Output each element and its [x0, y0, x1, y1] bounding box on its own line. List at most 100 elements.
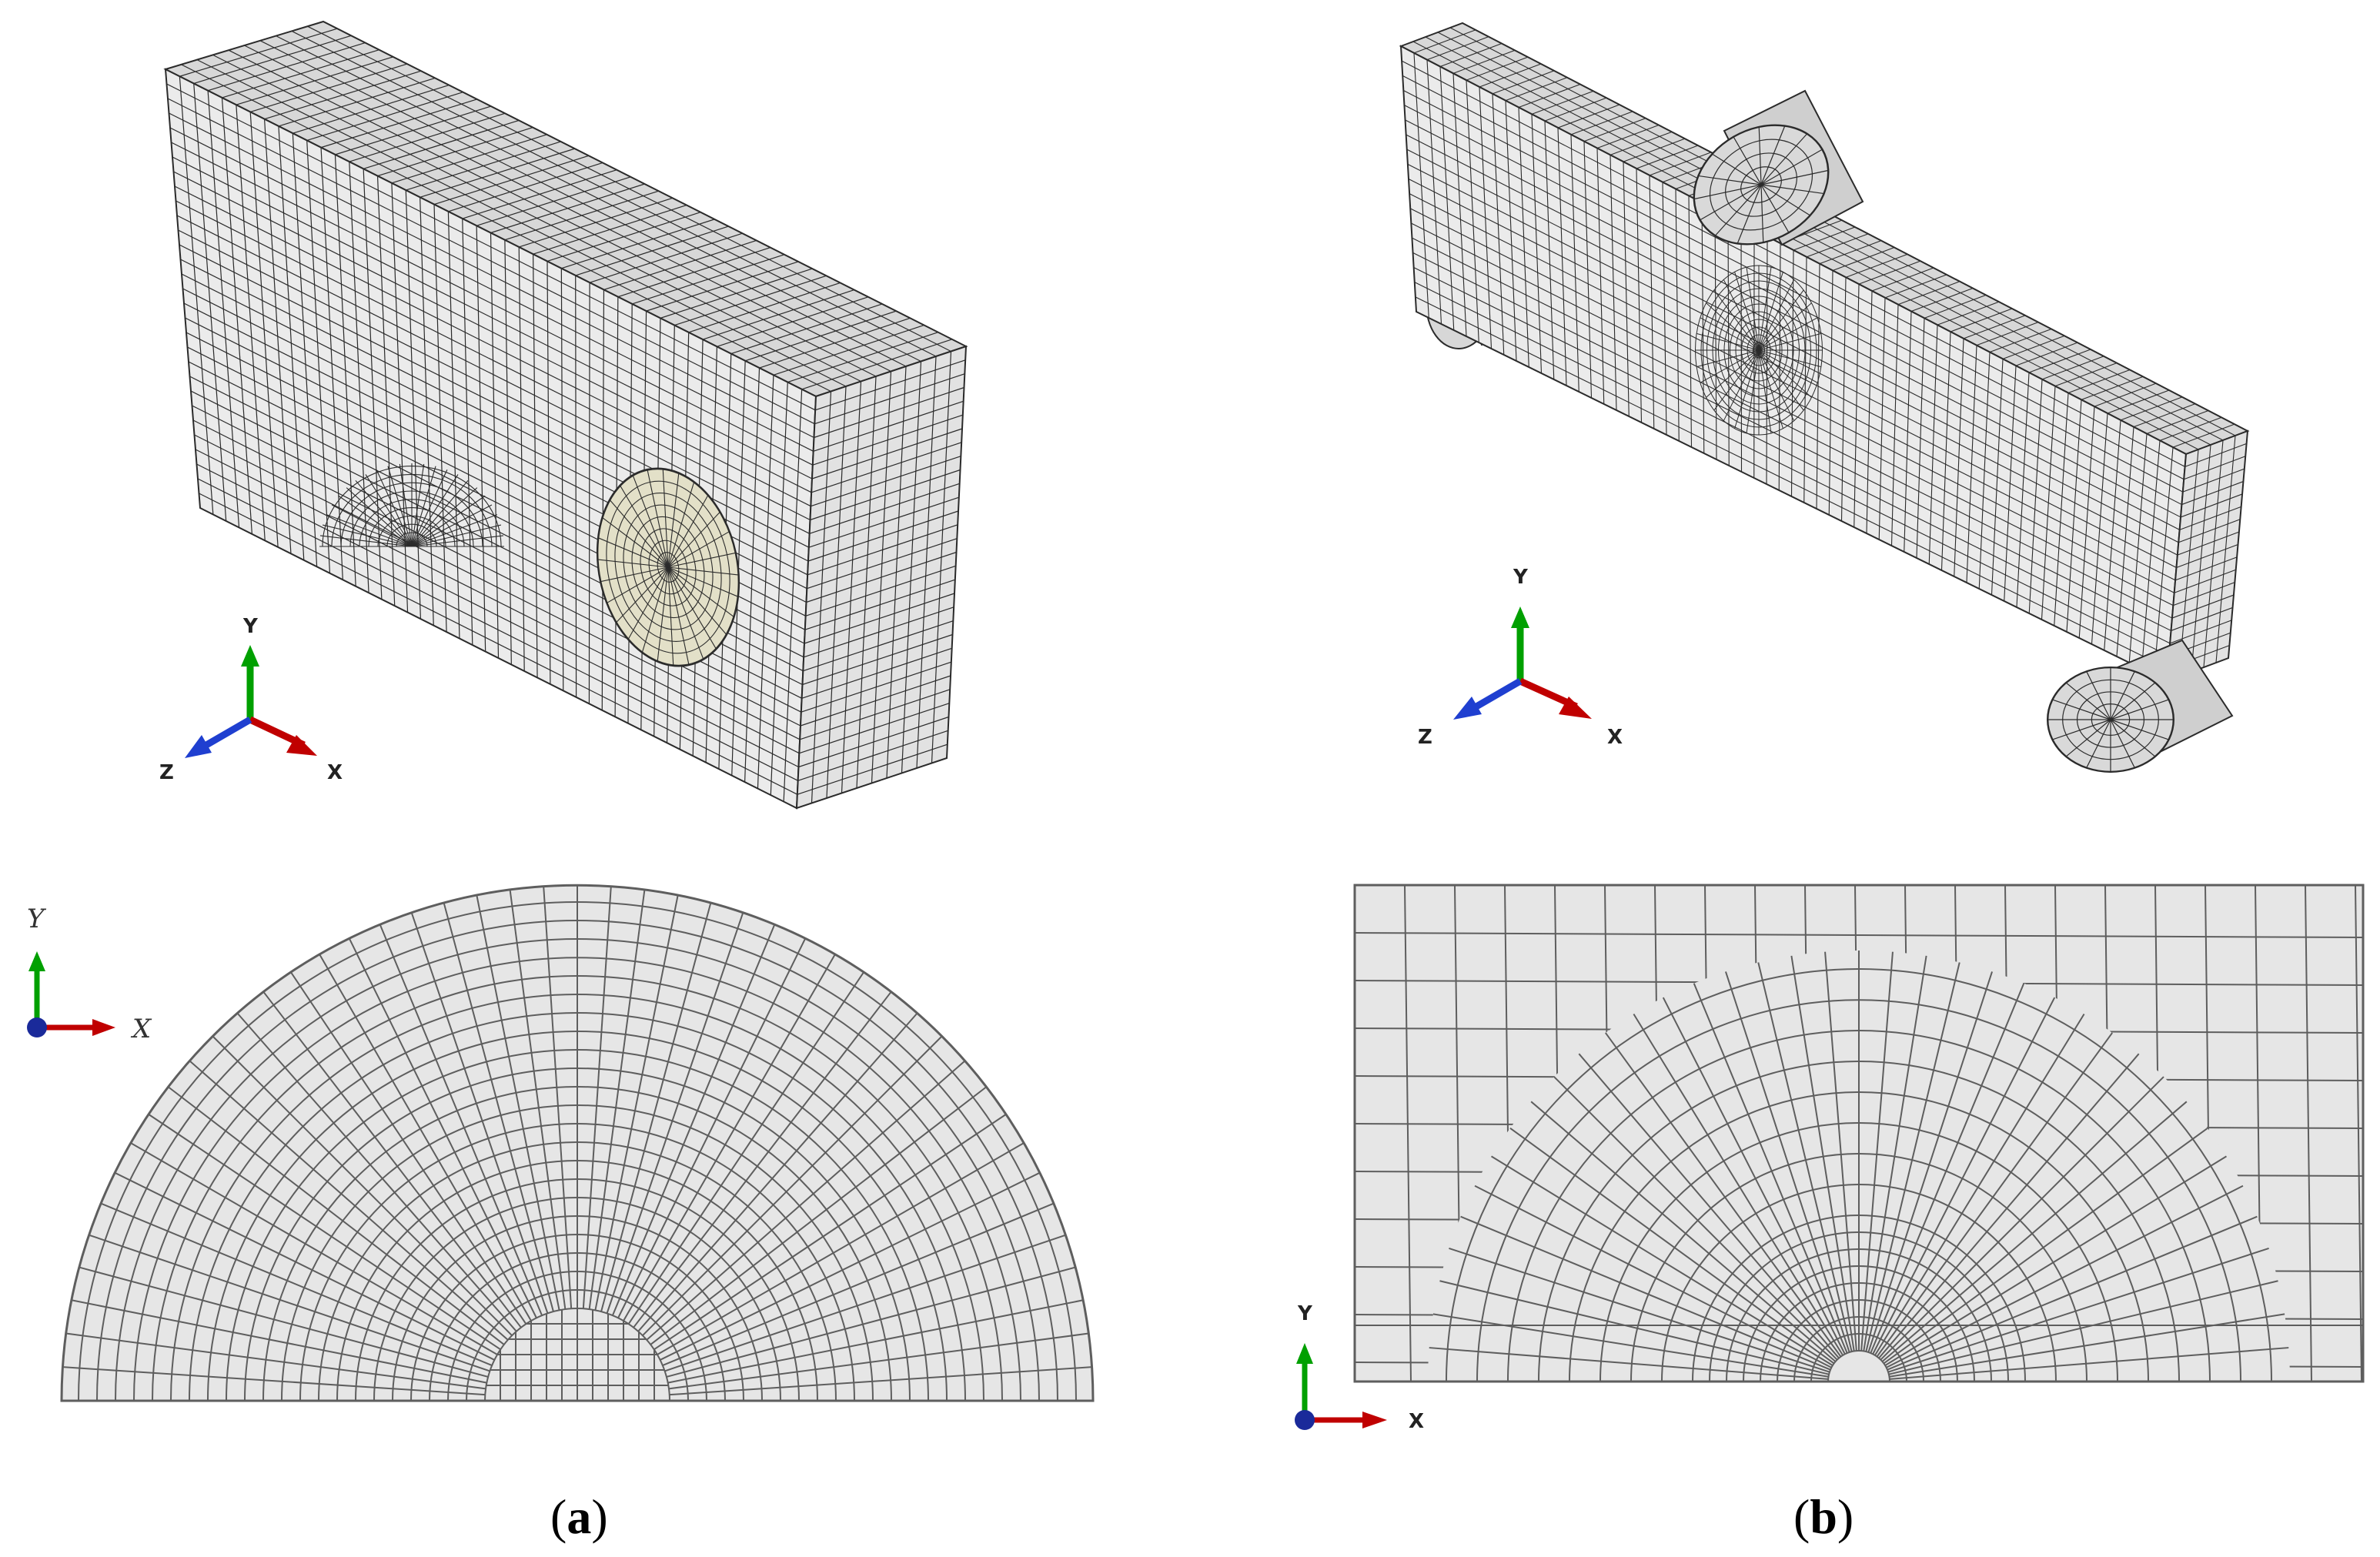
mesh-line: [411, 504, 493, 547]
mesh-line: [2041, 356, 2104, 380]
mesh-line: [322, 524, 413, 547]
panel-b-3d-beam: [1399, 22, 2250, 773]
mesh-line: [2002, 335, 2065, 359]
mesh-line: [259, 40, 907, 367]
mesh-line: [2081, 376, 2144, 400]
mesh-line: [2120, 396, 2183, 421]
mesh-line: [1711, 153, 1762, 185]
mesh-line: [597, 537, 669, 568]
mesh-line: [411, 474, 459, 547]
mesh-line: [1733, 136, 1762, 185]
mesh-line: [632, 474, 669, 568]
mesh-line: [653, 1113, 1007, 1351]
triad-z-label: Z: [159, 761, 174, 784]
mesh-line: [813, 400, 964, 452]
mesh-line: [194, 434, 801, 740]
mesh-line: [411, 466, 436, 547]
mesh-line: [323, 21, 967, 347]
mesh-line: [176, 215, 810, 534]
mesh-line: [662, 468, 669, 568]
y-arrow-head: [241, 645, 259, 667]
mesh-line: [443, 902, 554, 1312]
mesh-line: [667, 511, 720, 568]
mesh-line: [1758, 349, 1804, 411]
mesh-line: [2110, 719, 2156, 757]
mesh-line: [2182, 468, 2245, 493]
mesh-line: [1412, 237, 2173, 619]
mesh-line: [667, 530, 730, 568]
mesh-line: [1760, 169, 1829, 185]
mesh-line: [181, 64, 831, 393]
mesh-line: [1863, 955, 1927, 1352]
mesh-line: [664, 1234, 1066, 1372]
mesh-line: [2159, 416, 2222, 441]
mesh-line: [2180, 493, 2243, 518]
mesh-line: [338, 495, 413, 547]
mesh-line: [2171, 594, 2235, 619]
panel-b-2d-rect: [1353, 884, 2365, 1383]
mesh-line: [346, 487, 413, 547]
mesh-line: [1758, 349, 1772, 433]
mesh-line: [236, 1012, 517, 1332]
mesh-line: [2067, 369, 2131, 394]
mesh-line: [197, 478, 798, 781]
mesh-line: [1633, 1013, 1843, 1356]
mesh-line: [667, 566, 727, 636]
mesh-line: [1760, 149, 1823, 185]
mesh-line: [668, 1332, 1089, 1390]
mesh-line: [2184, 443, 2247, 467]
mesh-line: [798, 716, 949, 768]
mesh-line: [801, 661, 952, 713]
mesh-line: [1400, 22, 1463, 47]
mesh-line: [199, 493, 798, 795]
mesh-line: [114, 1171, 495, 1361]
mesh-line: [1413, 267, 2171, 644]
mesh-line: [1976, 322, 2039, 346]
mesh-line: [2015, 342, 2078, 366]
mesh-line: [797, 743, 948, 795]
mesh-line: [2028, 349, 2091, 373]
mesh-line: [2110, 682, 2156, 720]
mesh-line: [1734, 272, 1760, 351]
mesh-line: [803, 620, 954, 672]
mesh-line: [606, 566, 669, 604]
mesh-line: [1746, 267, 1760, 351]
mesh-line: [189, 1060, 509, 1341]
mesh-line: [1883, 1128, 2208, 1365]
mesh-line: [1737, 184, 1762, 244]
mesh-line: [808, 496, 960, 548]
mesh-line: [1414, 282, 2170, 657]
mesh-line: [1479, 63, 1542, 88]
mesh-line: [1714, 184, 1762, 236]
mesh-line: [1888, 1280, 2278, 1375]
mesh-line: [1706, 302, 1760, 351]
mesh-line: [1858, 260, 1921, 285]
mesh-line: [1409, 193, 2176, 581]
mesh-line: [1723, 279, 1760, 351]
mesh-line: [601, 516, 669, 568]
mesh-line: [71, 1299, 487, 1384]
mesh-line: [2174, 569, 2236, 593]
mesh-line: [2177, 531, 2240, 556]
mesh-line: [609, 499, 669, 568]
mesh-line: [1860, 951, 1894, 1352]
mesh-line: [173, 171, 812, 493]
mesh-line: [1509, 1128, 1835, 1365]
caption-b-letter: b: [1810, 1489, 1837, 1544]
mesh-line: [1636, 145, 1699, 169]
mesh-line: [1662, 997, 1846, 1355]
mesh-line: [667, 481, 695, 568]
z-arrow-head: [185, 735, 212, 758]
mesh-line: [166, 83, 816, 411]
mesh-line: [543, 886, 573, 1309]
mesh-line: [326, 514, 413, 547]
mesh-line: [1544, 97, 1607, 122]
mesh-line: [669, 1366, 1092, 1396]
mesh-line: [1460, 1215, 1831, 1371]
mesh-line: [171, 142, 814, 466]
mesh-line: [1758, 317, 1818, 351]
mesh-line: [411, 514, 498, 547]
caption-b: (b): [1793, 1489, 1854, 1544]
mesh-line: [617, 937, 807, 1318]
mesh-line: [1713, 289, 1760, 351]
